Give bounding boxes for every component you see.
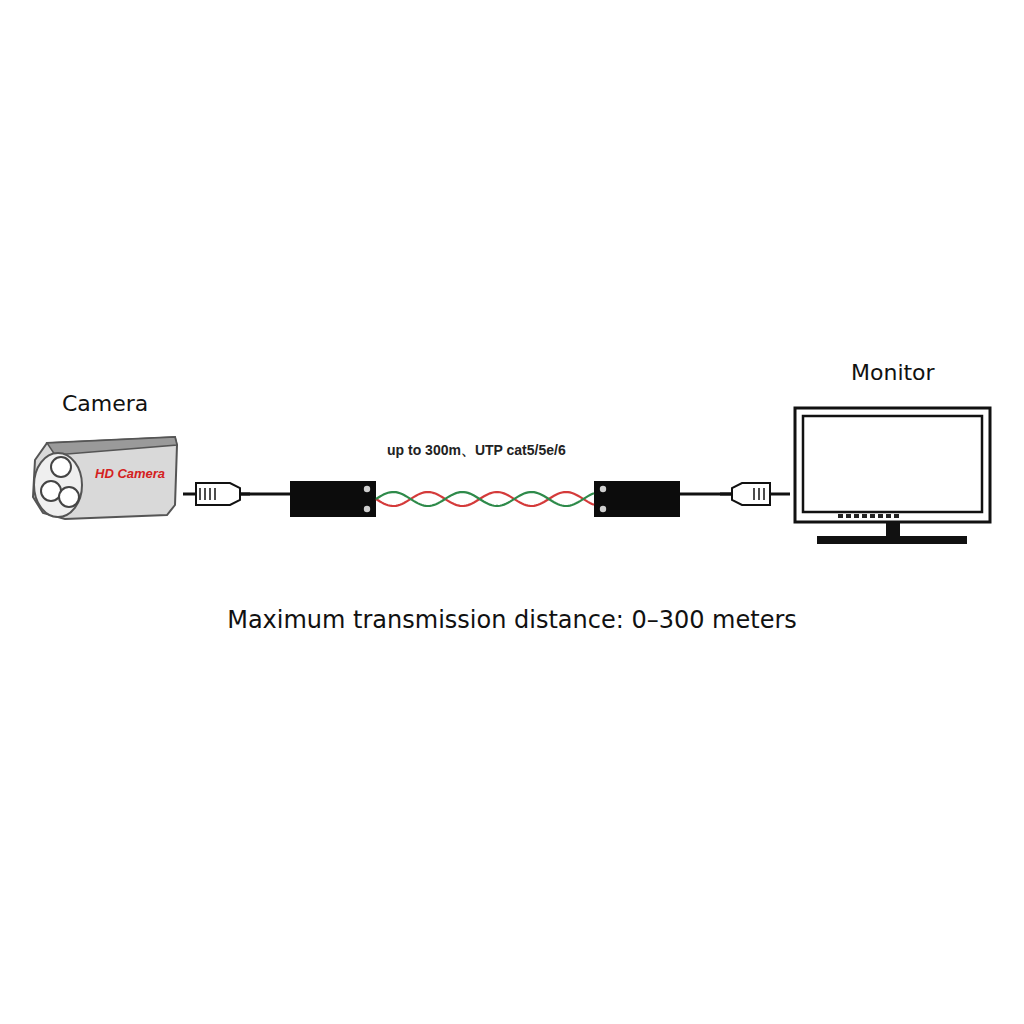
caption: Maximum transmission distance: 0–300 met… [0,606,1024,634]
rj45-plug [196,483,250,505]
camera-node: Camera HD Camera [25,385,183,535]
monitor-button [878,514,883,518]
monitor-button [846,514,851,518]
camera-lens [41,481,61,501]
camera-lens [59,487,79,507]
video-balun [290,481,376,517]
monitor-button [854,514,859,518]
wire-background [374,482,596,514]
camera-lens [51,457,71,477]
monitor-button [894,514,899,518]
rj45-plug [720,483,770,505]
monitor-screen [803,416,982,512]
monitor-button [838,514,843,518]
camera-hood [47,437,177,455]
node-heading: Camera [62,391,148,416]
video-balun [594,481,680,517]
brand-label: HD Camera [95,466,165,481]
camera-housing [33,437,177,519]
red-strand [376,492,594,506]
monitor-neck [886,522,900,536]
green-strand [376,492,594,506]
cable-spec-label: up to 300m、UTP cat5/5e/6 [384,442,569,460]
camera-front [34,453,82,517]
monitor-node: Monitor [790,356,995,550]
twisted-pair [376,492,594,506]
monitor-drawing [790,356,995,550]
monitor-base [817,536,967,544]
monitor-button [870,514,875,518]
monitor-button [862,514,867,518]
monitor-bezel [795,408,990,522]
monitor-button [886,514,891,518]
node-heading: Monitor [851,360,935,385]
